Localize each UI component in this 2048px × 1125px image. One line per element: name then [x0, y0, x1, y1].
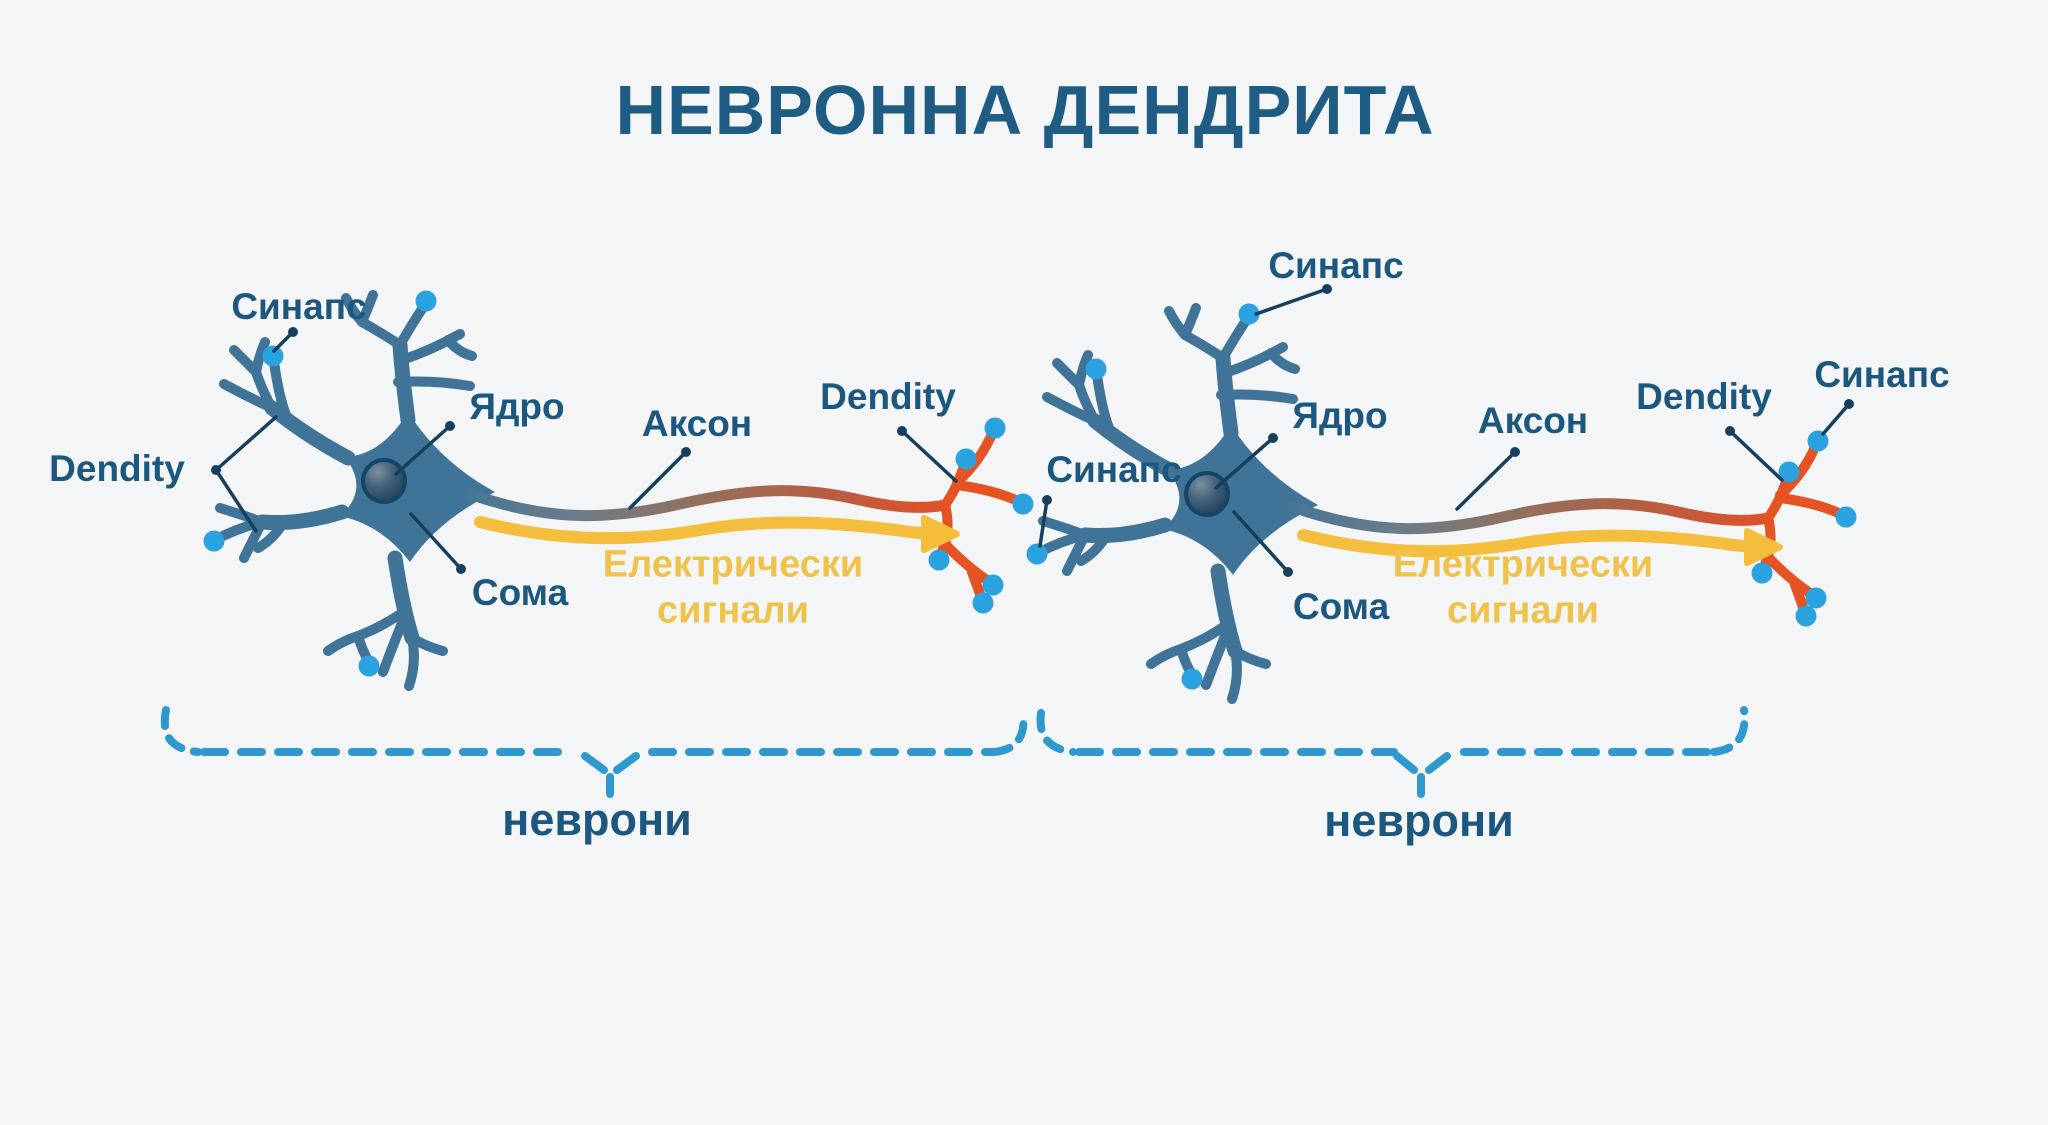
label-electric-signals-2-line1: Електрически: [1392, 543, 1654, 586]
label-neurons-group-2: неврони: [1324, 795, 1514, 846]
label-terminal-dendrite-1: Dendity: [820, 376, 956, 417]
label-synapse-2-left: Синапс: [1046, 449, 1182, 490]
pointer-lines-neuron-2: [1038, 284, 1854, 577]
brace-neuron-group-2: [1036, 706, 1749, 798]
neuron-2: [1027, 304, 1857, 700]
label-soma-1: Сома: [471, 572, 569, 613]
page-title: НЕВРОННА ДЕНДРИТА: [615, 71, 1435, 149]
label-synapse-2-top: Синапс: [1268, 245, 1404, 286]
label-soma-2: Сома: [1292, 586, 1390, 627]
label-nucleus-1: Ядро: [469, 386, 565, 427]
label-electric-signals-1-line2: сигнали: [657, 589, 809, 632]
label-axon-1: Аксон: [641, 403, 753, 444]
label-neurons-group-1: неврони: [502, 794, 692, 845]
neuron-1: [204, 291, 1034, 687]
label-synapse-2-right: Синапс: [1814, 354, 1950, 395]
label-electric-signals-2-line2: сигнали: [1447, 589, 1599, 632]
label-synapse-1: Синапс: [231, 286, 367, 327]
label-terminal-dendrite-2: Dendity: [1636, 376, 1772, 417]
brace-neuron-group-1: [160, 706, 1028, 798]
label-nucleus-2: Ядро: [1292, 395, 1388, 436]
label-axon-2: Аксон: [1477, 400, 1589, 441]
label-electric-signals-1-line1: Електрически: [602, 543, 864, 586]
label-dendrite-1: Dendity: [49, 448, 185, 489]
pointer-lines-neuron-1: [211, 327, 958, 574]
